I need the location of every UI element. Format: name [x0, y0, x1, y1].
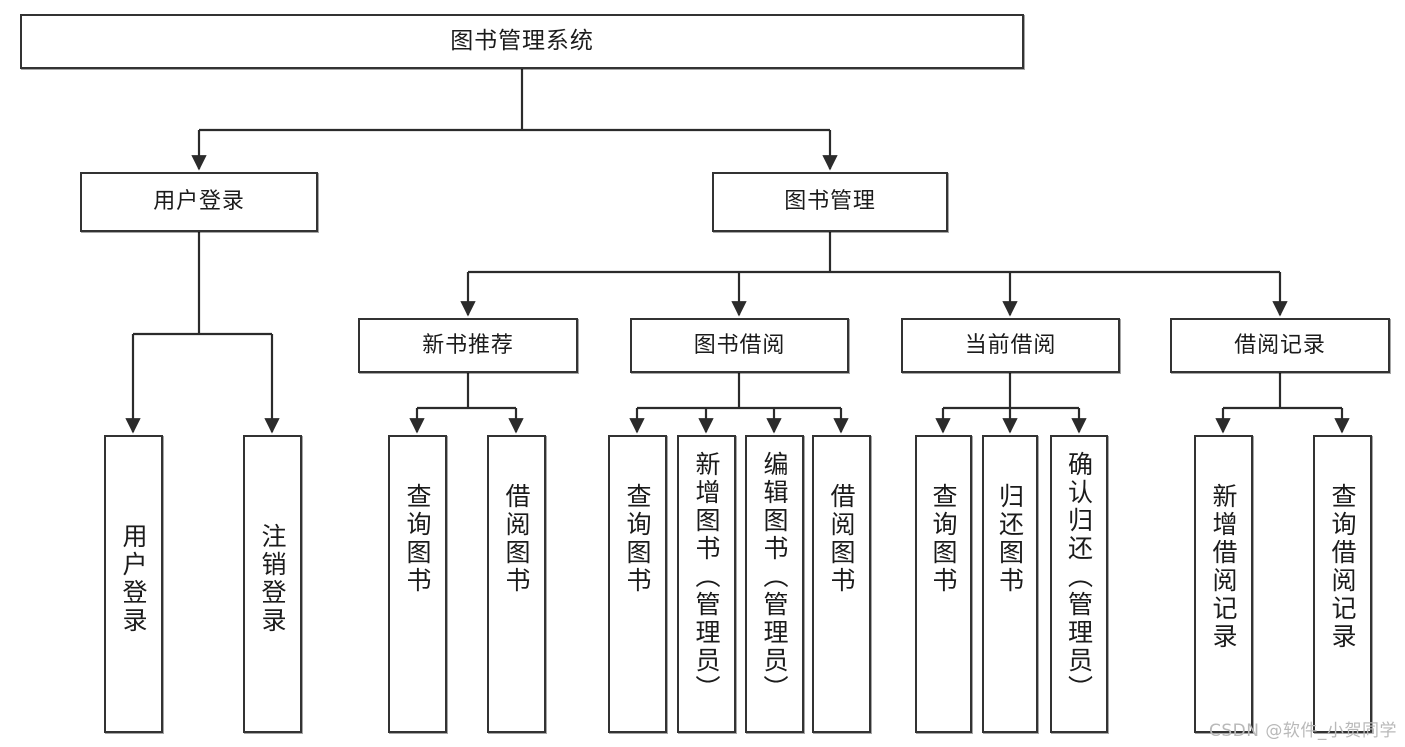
node-book-borrow[interactable]: 图书借阅 [630, 318, 849, 373]
node-label-book-manage: 图书管理 [784, 189, 876, 215]
node-book-manage[interactable]: 图书管理 [712, 172, 948, 232]
node-label-leaf-query-book-2: 查询图书 [623, 483, 652, 595]
node-root[interactable]: 图书管理系统 [20, 14, 1024, 69]
node-label-leaf-query-record: 查询借阅记录 [1328, 483, 1357, 651]
node-label-leaf-confirm-return: 确认归还（管理员） [1064, 451, 1094, 703]
node-label-leaf-edit-book: 编辑图书（管理员） [760, 451, 789, 703]
node-leaf-user-login[interactable]: 用户登录 [104, 435, 163, 733]
node-label-user-login: 用户登录 [153, 189, 245, 215]
node-leaf-return-book[interactable]: 归还图书 [982, 435, 1038, 733]
node-user-login[interactable]: 用户登录 [80, 172, 318, 232]
csdn-watermark: CSDN @软件_小贺同学 [1208, 721, 1397, 741]
node-label-root: 图书管理系统 [450, 28, 594, 55]
node-borrow-record[interactable]: 借阅记录 [1170, 318, 1390, 373]
node-label-leaf-borrow-book-1: 借阅图书 [502, 483, 531, 595]
node-label-leaf-add-record: 新增借阅记录 [1209, 483, 1238, 651]
node-current-borrow[interactable]: 当前借阅 [901, 318, 1120, 373]
node-label-leaf-logout: 注销登录 [258, 523, 287, 635]
node-label-leaf-add-book: 新增图书（管理员） [692, 451, 721, 703]
node-leaf-add-record[interactable]: 新增借阅记录 [1194, 435, 1253, 733]
node-label-leaf-query-book-1: 查询图书 [403, 483, 432, 595]
node-label-new-book-rec: 新书推荐 [422, 332, 514, 358]
node-leaf-query-book-2[interactable]: 查询图书 [608, 435, 667, 733]
node-label-leaf-borrow-book-2: 借阅图书 [827, 483, 856, 595]
node-leaf-borrow-book-2[interactable]: 借阅图书 [812, 435, 871, 733]
node-label-leaf-return-book: 归还图书 [995, 483, 1025, 595]
node-new-book-rec[interactable]: 新书推荐 [358, 318, 578, 373]
node-label-borrow-record: 借阅记录 [1234, 332, 1326, 358]
node-label-leaf-user-login: 用户登录 [119, 523, 148, 635]
node-leaf-query-book-3[interactable]: 查询图书 [915, 435, 972, 733]
node-leaf-query-record[interactable]: 查询借阅记录 [1313, 435, 1372, 733]
node-leaf-add-book[interactable]: 新增图书（管理员） [677, 435, 736, 733]
node-leaf-edit-book[interactable]: 编辑图书（管理员） [745, 435, 804, 733]
node-leaf-query-book-1[interactable]: 查询图书 [388, 435, 447, 733]
node-label-current-borrow: 当前借阅 [964, 332, 1057, 358]
node-leaf-borrow-book-1[interactable]: 借阅图书 [487, 435, 546, 733]
node-leaf-confirm-return[interactable]: 确认归还（管理员） [1050, 435, 1108, 733]
node-label-leaf-query-book-3: 查询图书 [929, 483, 958, 595]
node-leaf-logout[interactable]: 注销登录 [243, 435, 302, 733]
node-label-book-borrow: 图书借阅 [693, 332, 786, 358]
